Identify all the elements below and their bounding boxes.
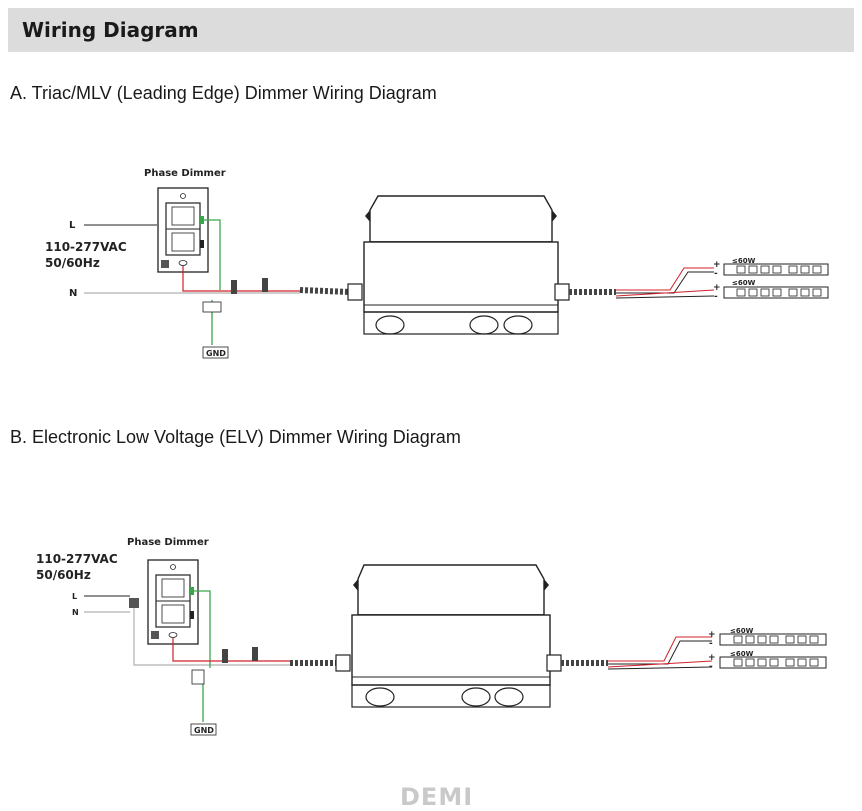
neutral-label: N — [69, 288, 77, 299]
dimmer-label: Phase Dimmer — [127, 537, 209, 548]
section-a-title: A. Triac/MLV (Leading Edge) Dimmer Wirin… — [10, 83, 437, 103]
strip-2-power: ≤60W — [730, 650, 754, 658]
section-b-title: B. Electronic Low Voltage (ELV) Dimmer W… — [10, 427, 461, 447]
led-strip-1: ≤60W + - — [713, 257, 829, 279]
page-title: Wiring Diagram — [22, 18, 199, 42]
triac-wiring-diagram: Phase Dimmer L 110-277VAC 50/60Hz N GND — [45, 168, 829, 359]
svg-text:+: + — [708, 653, 716, 663]
output-gland — [554, 283, 570, 301]
svg-text:+: + — [713, 283, 721, 293]
output-gland — [546, 654, 562, 672]
strip-1-power: ≤60W — [732, 257, 756, 265]
ground-terminal-block — [202, 301, 222, 313]
phase-dimmer-switch — [147, 559, 199, 645]
led-driver-box — [363, 195, 559, 335]
led-strip-2: ≤60W + - — [713, 279, 829, 302]
strip-2-power: ≤60W — [732, 279, 756, 287]
ground-box — [202, 346, 229, 359]
dimmer-label: Phase Dimmer — [144, 168, 226, 179]
svg-text:-: - — [714, 292, 718, 302]
header-bar: Wiring Diagram — [8, 8, 854, 52]
ground-terminal-block — [191, 669, 205, 685]
ground-label: GND — [194, 726, 214, 735]
line-label: L — [72, 592, 77, 601]
input-gland — [335, 654, 351, 672]
svg-text:-: - — [709, 662, 713, 672]
input-gland — [347, 283, 363, 301]
ground-box — [190, 723, 217, 736]
frequency-label: 50/60Hz — [36, 568, 91, 582]
wire-nut-2 — [252, 647, 258, 661]
svg-text:+: + — [713, 260, 721, 270]
svg-text:-: - — [709, 639, 713, 649]
brand-watermark: DEMI — [400, 783, 474, 811]
dimmed-hot-wire — [172, 638, 290, 662]
frequency-label: 50/60Hz — [45, 256, 100, 270]
svg-text:+: + — [708, 630, 716, 640]
elv-wiring-diagram: Phase Dimmer 110-277VAC 50/60Hz L N GND — [36, 537, 827, 736]
wire-nut-1 — [231, 280, 237, 294]
led-strip-2: ≤60W + - — [708, 650, 827, 672]
wire-nut-1 — [222, 649, 228, 663]
input-cable — [299, 287, 351, 295]
voltage-label: 110-277VAC — [36, 552, 118, 566]
line-label: L — [69, 220, 76, 231]
voltage-label: 110-277VAC — [45, 240, 127, 254]
svg-text:-: - — [714, 269, 718, 279]
phase-dimmer-switch — [157, 187, 209, 273]
neutral-label: N — [72, 608, 79, 617]
input-terminal-block — [129, 598, 139, 608]
led-driver-box — [351, 564, 551, 708]
wire-nut-2 — [262, 278, 268, 292]
ground-label: GND — [206, 349, 226, 358]
led-strip-1: ≤60W + - — [708, 627, 827, 649]
strip-1-power: ≤60W — [730, 627, 754, 635]
